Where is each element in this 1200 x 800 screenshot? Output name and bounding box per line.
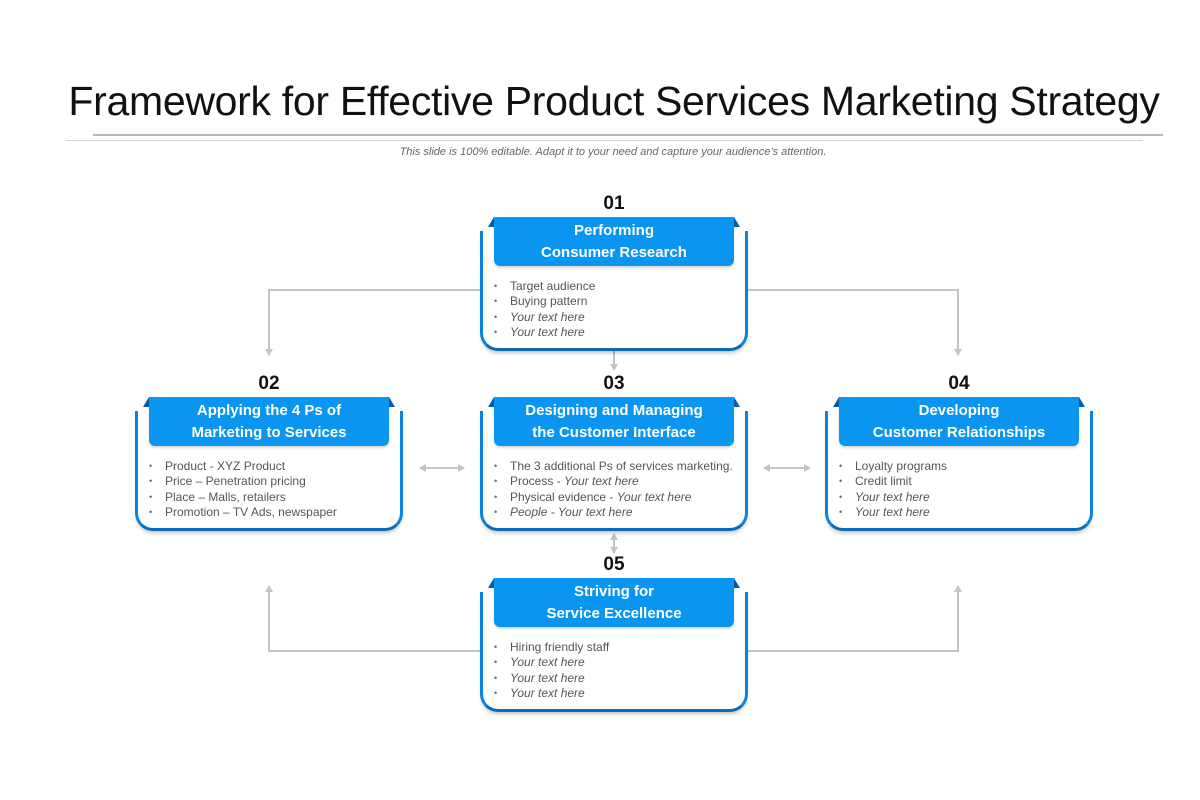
connector-05-to-02 <box>265 585 480 652</box>
bullet-list: The 3 additional Ps of services marketin… <box>494 459 733 520</box>
list-item: The 3 additional Ps of services marketin… <box>494 459 733 475</box>
header-fold-left <box>488 217 494 227</box>
list-item: Your text here <box>494 686 609 702</box>
title-divider-secondary <box>66 140 1143 141</box>
card-02-4ps-marketing: 02 Applying the 4 Ps of Marketing to Serv… <box>135 373 403 531</box>
list-item: Place – Malls, retailers <box>149 490 337 506</box>
list-item: Your text here <box>494 671 609 687</box>
card-title-line2: Marketing to Services <box>191 423 347 441</box>
list-item: Target audience <box>494 279 595 295</box>
header-fold-right <box>389 397 395 407</box>
card-number: 05 <box>603 554 625 575</box>
card-number: 04 <box>948 373 970 394</box>
list-item: Buying pattern <box>494 294 595 310</box>
card-title-line1: Applying the 4 Ps of <box>196 401 342 419</box>
list-item: Loyalty programs <box>839 459 947 475</box>
list-item: People - Your text here <box>494 505 733 521</box>
list-item: Hiring friendly staff <box>494 640 609 656</box>
list-item: Price – Penetration pricing <box>149 474 337 490</box>
card-title-line1: Striving for <box>573 582 654 600</box>
list-item: Your text here <box>494 310 595 326</box>
connector-01-to-04 <box>748 289 962 356</box>
header-fold-left <box>143 397 149 407</box>
slide-title: Framework for Effective Product Services… <box>68 78 1160 124</box>
card-title-line2: Customer Relationships <box>872 423 1046 441</box>
list-item: Your text here <box>839 490 947 506</box>
header-fold-right <box>734 578 740 588</box>
bullet-list: Loyalty programs Credit limit Your text … <box>839 459 947 520</box>
card-title-line2: the Customer Interface <box>532 423 696 441</box>
header-fold-left <box>488 397 494 407</box>
bullet-list: Target audience Buying pattern Your text… <box>494 279 595 340</box>
card-header: Designing and Managing the Customer Inter… <box>494 397 734 446</box>
card-number: 03 <box>603 373 625 394</box>
card-03-customer-interface: 03 Designing and Managing the Customer In… <box>480 373 748 531</box>
bullet-list: Hiring friendly staff Your text here You… <box>494 640 609 701</box>
card-title-line1: Performing <box>573 221 654 239</box>
slide-subtitle: This slide is 100% editable. Adapt it to… <box>399 146 827 158</box>
card-number: 01 <box>603 193 625 214</box>
list-item: Process - Your text here <box>494 474 733 490</box>
list-item: Physical evidence - Your text here <box>494 490 733 506</box>
list-item: Your text here <box>839 505 947 521</box>
connector-01-to-02 <box>265 289 480 356</box>
card-header: Applying the 4 Ps of Marketing to Service… <box>149 397 389 446</box>
header-fold-left <box>488 578 494 588</box>
header-fold-right <box>734 217 740 227</box>
header-fold-right <box>1079 397 1085 407</box>
bullet-list: Product - XYZ Product Price – Penetratio… <box>149 459 337 520</box>
list-item: Your text here <box>494 325 595 341</box>
card-title-line2: Consumer Research <box>541 243 687 261</box>
title-divider <box>93 134 1163 136</box>
header-fold-left <box>833 397 839 407</box>
list-item: Product - XYZ Product <box>149 459 337 475</box>
connector-05-to-04 <box>748 585 962 652</box>
card-title-line1: Designing and Managing <box>525 401 703 419</box>
list-item: Credit limit <box>839 474 947 490</box>
card-number: 02 <box>258 373 280 394</box>
card-title-line1: Developing <box>918 401 1000 419</box>
card-title-line2: Service Excellence <box>546 604 682 622</box>
list-item: Promotion – TV Ads, newspaper <box>149 505 337 521</box>
header-fold-right <box>734 397 740 407</box>
list-item: Your text here <box>494 655 609 671</box>
